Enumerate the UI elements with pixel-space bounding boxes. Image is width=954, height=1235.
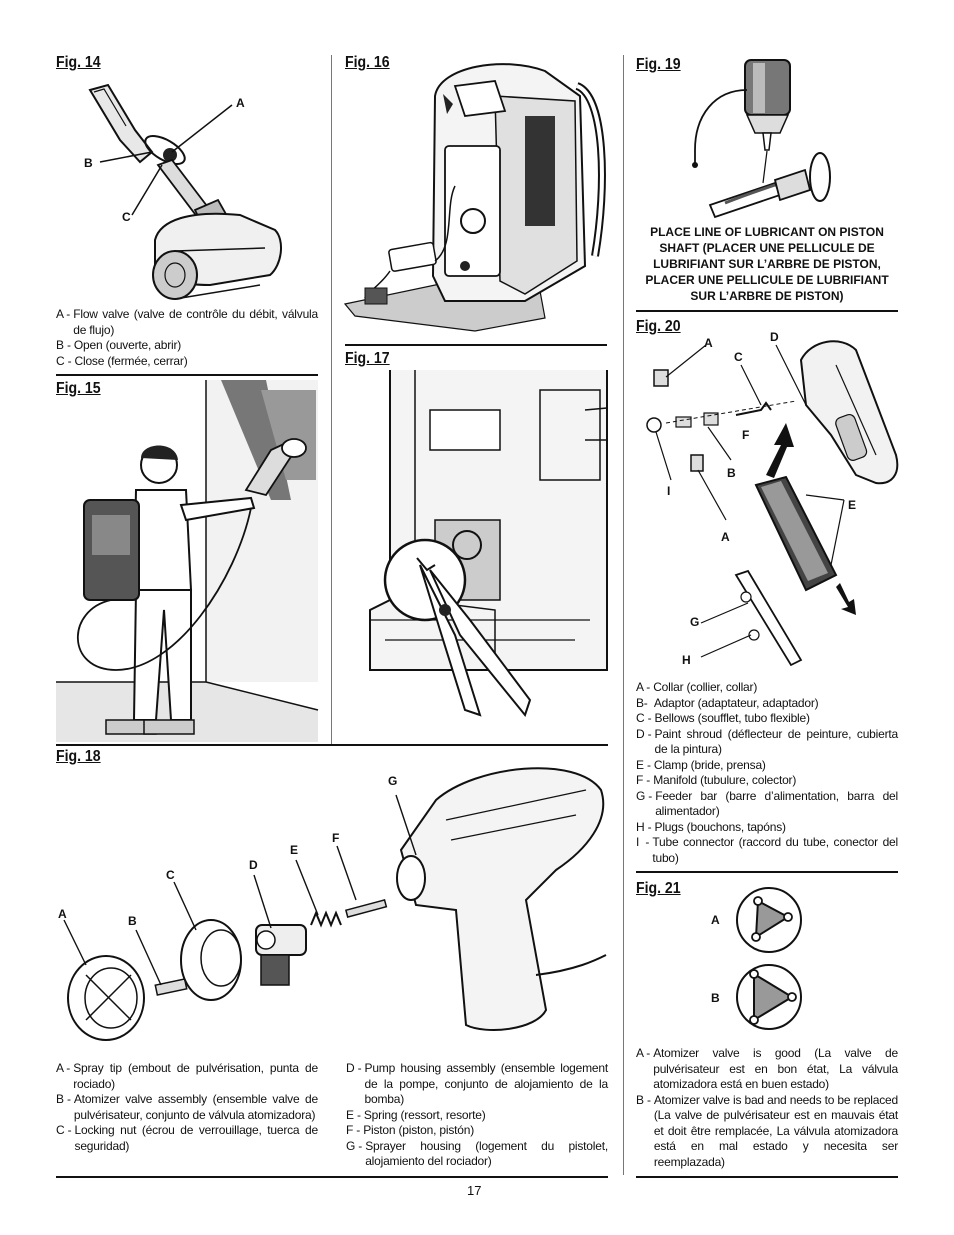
rule-fig20-top [636,310,898,312]
rule-bottom-right [636,1176,898,1178]
rule-bottom-left [56,1176,608,1178]
fig20-label-d: D [770,330,779,344]
fig18-caption-item: E - Spring (ressort, resorte) [346,1107,486,1122]
fig18-caption-item: B - Atomizer valve assembly (ensemble va… [56,1092,318,1122]
fig20-caption-item: F - Manifold (tubulure, colector) [636,773,797,787]
fig14-roller-illustration [88,83,282,300]
fig15-person-spraying-illustration [56,380,319,742]
fig20-caption-item: A - Collar (collier, collar) [636,680,758,694]
fig21-caption-item: A - Atomizer valve is good (La valve de … [636,1046,898,1091]
fig20-caption-item: C - Bellows (soufflet, tubo flexible) [636,711,810,725]
fig16-backpack-illustration [343,63,606,332]
rule-fig21-top [636,871,898,873]
fig15-title: Fig. 15 [56,380,101,397]
fig20-label-e: E [848,498,857,512]
fig14-caption-item: A - Flow valve (valve de contrôle du déb… [56,307,318,337]
fig16-title: Fig. 16 [345,54,390,71]
fig20-label-c: C [734,350,743,364]
fig18-label-f: F [332,831,340,845]
fig18-caption-item: A - Spray tip (embout de pulvérisation, … [56,1061,318,1091]
fig20-caption-item: D - Paint shroud (déflecteur de peinture… [636,726,898,757]
fig14-caption: A - Flow valve (valve de contrôle du déb… [56,307,318,369]
fig21-caption-item: B - Atomizer valve is bad and needs to b… [636,1092,898,1169]
rule-fig15-top [56,374,318,376]
fig20-label-a-bottom: A [721,530,730,544]
fig18-label-c: C [166,868,175,882]
fig14-caption-item: C - Close (fermée, cerrar) [56,353,188,368]
fig21-valve-bad-illustration [736,964,802,1030]
fig14-title: Fig. 14 [56,54,101,71]
fig18-caption-item: C - Locking nut (écrou de verrouillage, … [56,1123,318,1153]
fig21-title: Fig. 21 [636,880,681,897]
fig20-exploded-manifold-illustration [646,340,899,667]
fig21-caption: A - Atomizer valve is good (La valve de … [636,1046,898,1170]
fig21-label-b: B [711,991,720,1005]
fig18-label-e: E [290,843,299,857]
fig17-title: Fig. 17 [345,350,390,367]
fig18-caption-item: G - Sprayer housing (logement du pistole… [346,1138,608,1169]
fig14-caption-item: B - Open (ouverte, abrir) [56,338,182,352]
fig19-title: Fig. 19 [636,56,681,73]
column-divider-1 [331,55,332,745]
fig18-caption-left: A - Spray tip (embout de pulvérisation, … [56,1061,318,1154]
rule-fig18-top [56,744,608,746]
fig18-title: Fig. 18 [56,748,101,765]
fig18-caption-item: F - Piston (piston, pistón) [346,1123,474,1137]
fig20-title: Fig. 20 [636,318,681,335]
fig14-label-c: C [122,210,131,224]
fig17-pliers-illustration [369,370,608,718]
fig18-label-a: A [58,907,67,921]
fig14-label-b: B [84,156,93,170]
fig20-label-b: B [727,466,736,480]
fig21-valve-good-illustration [736,887,802,953]
fig20-caption-item: I - Tube connector (raccord du tube, con… [636,835,898,865]
column-divider-2 [623,55,624,1175]
fig18-caption-right: D - Pump housing assembly (ensemble loge… [346,1061,608,1170]
fig20-caption-item: G - Feeder bar (barre d’alimentation, ba… [636,788,898,819]
fig18-caption-item: D - Pump housing assembly (ensemble loge… [346,1061,608,1106]
fig14-label-a: A [236,96,245,110]
fig18-label-g: G [388,774,398,788]
fig19-note: PLACE LINE OF LUBRICANT ON PISTON SHAFT … [645,225,889,303]
fig19-lubricant-illustration [692,59,831,219]
fig18-label-b: B [128,914,137,928]
fig20-caption-item: H - Plugs (bouchons, tapóns) [636,819,786,834]
page-number: 17 [467,1183,482,1198]
fig20-label-a-top: A [704,336,713,350]
fig18-label-d: D [249,858,258,872]
fig20-caption-item: B- Adaptor (adaptateur, adaptador) [636,695,819,710]
fig21-label-a: A [711,913,720,927]
fig20-caption: A - Collar (collier, collar) B- Adaptor … [636,680,898,866]
fig20-label-h: H [682,653,691,667]
fig20-caption-item: E - Clamp (bride, prensa) [636,757,766,772]
fig20-label-i: I [667,484,671,498]
fig20-label-f: F [742,428,750,442]
fig20-label-g: G [690,615,700,629]
fig18-exploded-gun-illustration [63,767,607,1041]
rule-fig17-top [345,344,607,346]
